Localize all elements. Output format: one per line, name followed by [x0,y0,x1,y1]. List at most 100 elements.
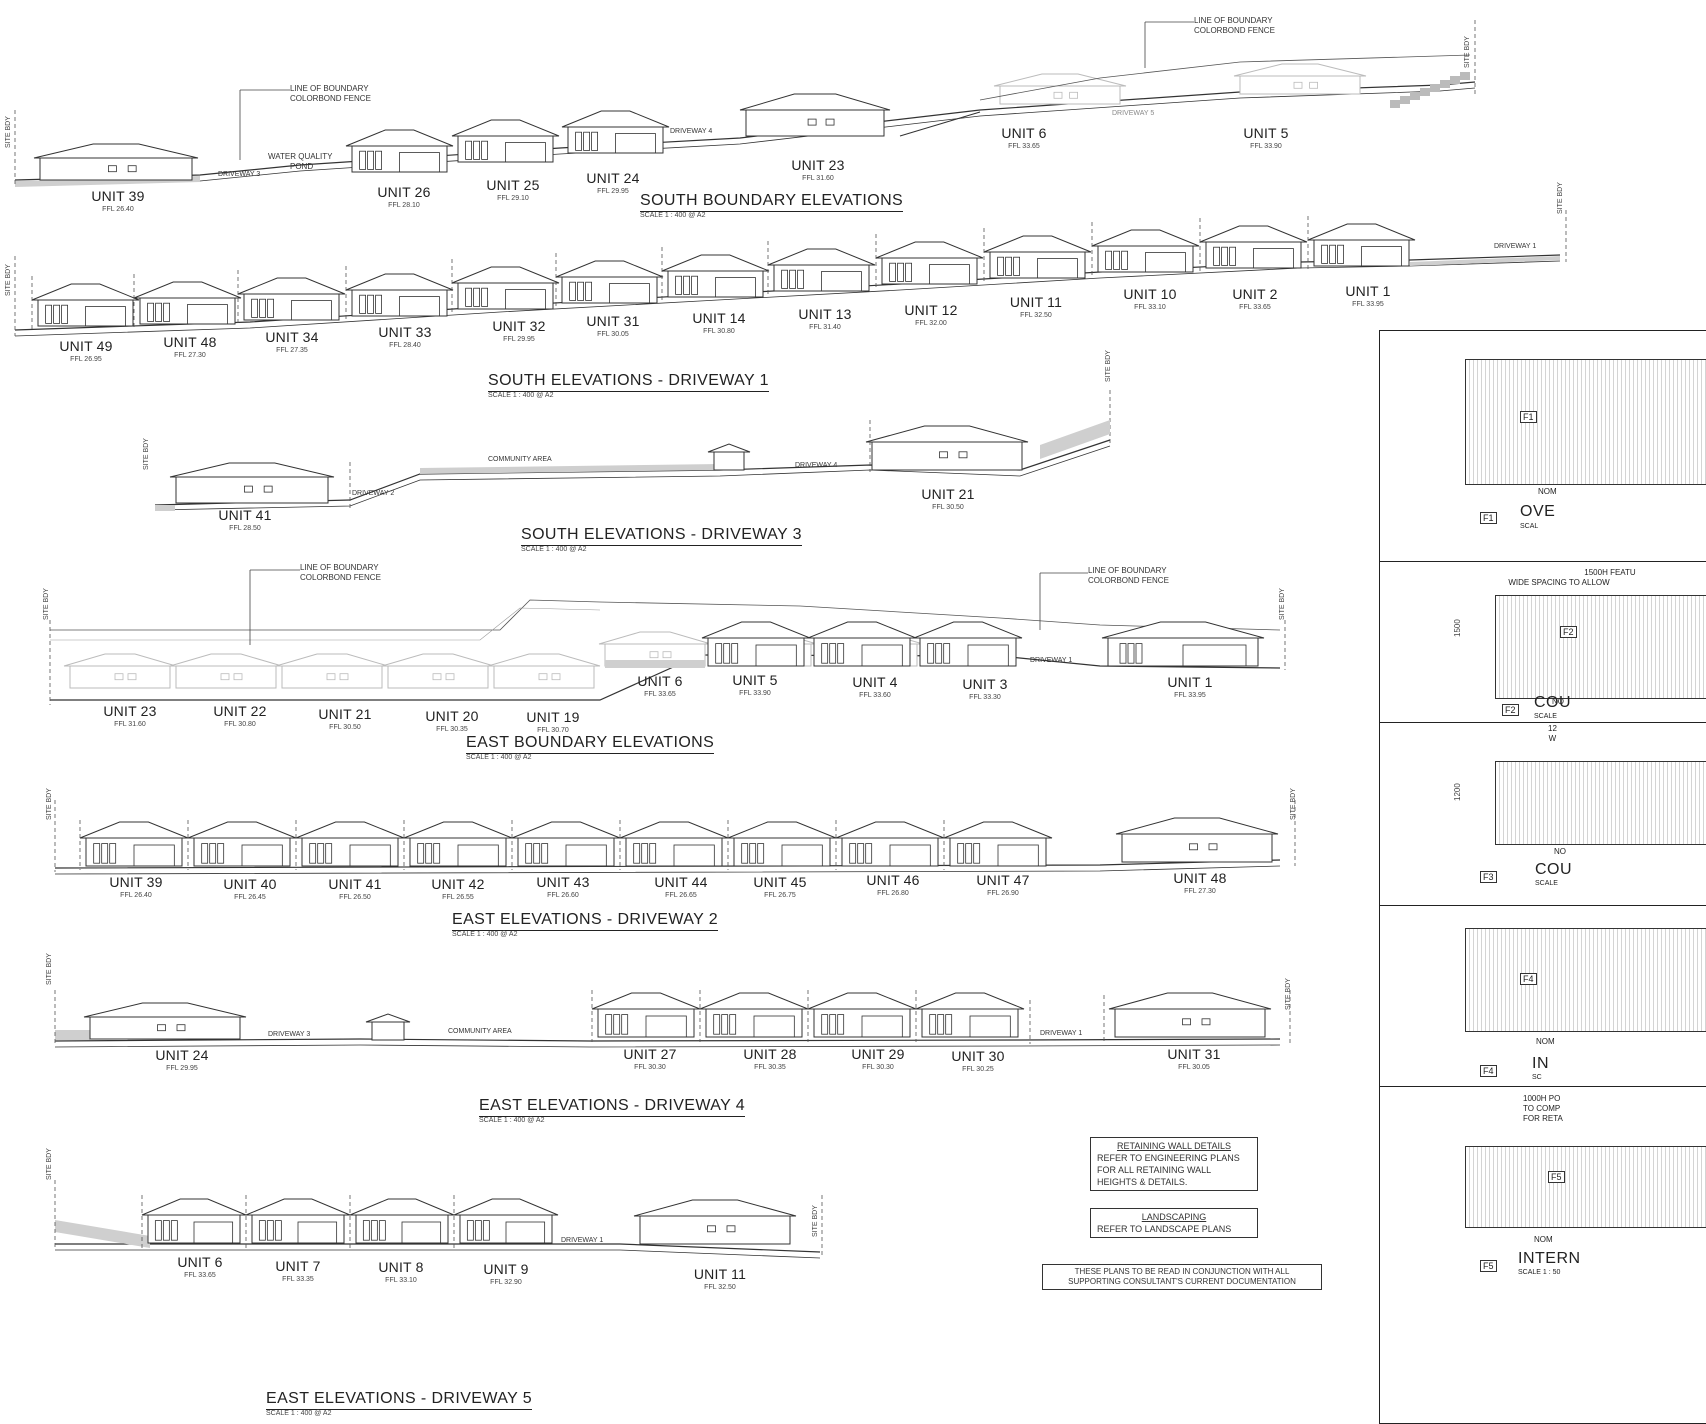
garage-door [861,644,903,667]
window [605,1014,613,1035]
window [707,1225,716,1233]
ground-line [55,1243,821,1253]
house-roof [1108,992,1272,1010]
house-roof [591,992,701,1010]
house-roof [63,653,177,667]
garage-door [715,277,756,298]
window [781,269,788,289]
house-roof [237,277,346,295]
window [731,643,739,664]
house-roof [598,631,712,645]
house-wall [871,441,1023,471]
driveway-label: DRIVEWAY 4 [670,128,713,135]
garage-door [505,289,546,310]
detail-title: COU [1534,694,1572,711]
window [154,1220,162,1241]
scale-label: SCALE 1 : 400 @ A2 [521,546,587,553]
section-title: EAST ELEVATIONS - DRIVEWAY 5 [266,1390,533,1410]
house-roof [699,992,809,1010]
house-roof [169,462,335,478]
detail-scale: SCAL [1520,523,1539,530]
detail-scale: SCALE [1535,880,1558,887]
detail-title: INTERN [1518,1250,1581,1267]
house-roof [807,992,917,1010]
detail-title: OVE [1520,503,1556,520]
nom-label: NOM [1534,1235,1553,1244]
driveway-label: DRIVEWAY 3 [268,1031,311,1038]
house-wall [745,109,885,137]
window [797,269,804,289]
house-roof [1101,621,1265,639]
fence-elevation-f5 [1465,1146,1706,1228]
window [649,651,659,659]
window [675,275,682,295]
garage-door [645,1015,687,1038]
retaining-wall [1450,76,1460,84]
window [943,643,951,664]
window [53,304,60,324]
window [359,294,367,314]
house-roof [633,1199,797,1217]
window [837,1014,845,1035]
section-title: SOUTH ELEVATIONS - DRIVEWAY 3 [521,526,802,546]
ground-line [979,54,1471,101]
fence-elevation-f4 [1465,928,1706,1032]
retaining-wall [1420,88,1430,96]
window [417,843,425,864]
window [1121,250,1128,270]
window [325,843,333,864]
garage-door [505,142,546,163]
house-wall [493,665,595,689]
house-roof [349,1198,455,1216]
house-wall [639,1215,791,1245]
house-wall [281,665,383,689]
window [326,673,336,681]
window [837,643,845,664]
driveway-label: DRIVEWAY 3 [218,171,261,178]
window [749,843,757,864]
window [715,643,723,664]
house-wall [1239,75,1361,95]
window [263,485,273,493]
house-roof [993,73,1127,87]
fence-tag: F5 [1480,1260,1497,1272]
window [1127,643,1135,664]
window [729,1014,737,1035]
site-boundary-label: SITE BDY [1557,182,1564,214]
window [577,281,584,301]
house-wall [999,85,1121,105]
fence-tag: F3 [1480,871,1497,883]
window [662,651,672,659]
window [1135,643,1143,664]
house-roof [1233,63,1367,77]
site-boundary-label: SITE BDY [812,1205,819,1237]
ground-line [54,1044,1281,1048]
window [309,843,317,864]
window [1221,246,1228,266]
window [945,1014,953,1035]
ground-line [899,111,981,137]
driveway-label: DRIVEWAY 1 [1494,243,1537,250]
window [1105,250,1112,270]
window [267,298,275,318]
window [445,673,455,681]
window [939,451,948,459]
house-roof [83,1002,247,1018]
window [1189,843,1198,851]
